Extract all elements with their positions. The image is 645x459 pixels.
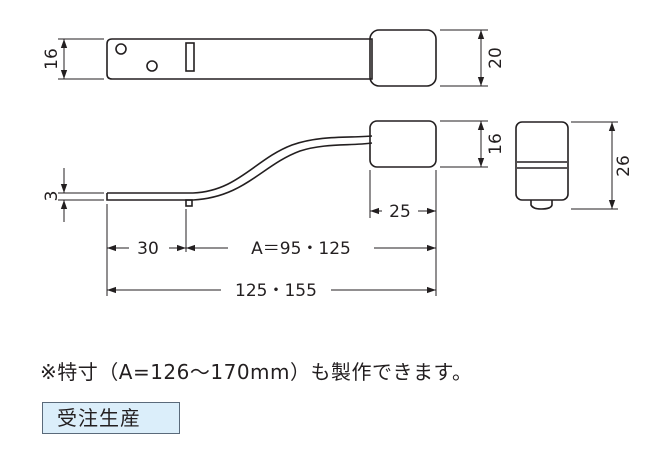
top-view-bar bbox=[106, 38, 373, 80]
side-view-arm bbox=[106, 142, 373, 201]
side-view bbox=[106, 120, 437, 207]
special-size-note: ※特寸（A=126〜170mm）も製作できます。 bbox=[40, 360, 473, 384]
label-thickness: 3 bbox=[42, 191, 62, 202]
label-end-height: 26 bbox=[614, 155, 634, 177]
top-view-hole-1 bbox=[115, 43, 127, 55]
label-top-knob-height: 20 bbox=[486, 47, 506, 69]
side-view-tab bbox=[185, 199, 193, 207]
label-top-height: 16 bbox=[42, 48, 62, 70]
label-knob-width: 25 bbox=[389, 202, 411, 222]
end-view bbox=[515, 121, 569, 210]
label-side-knob-height: 16 bbox=[486, 133, 506, 155]
top-view-knob bbox=[369, 29, 437, 87]
label-offset: 30 bbox=[137, 239, 159, 259]
end-view-bracket bbox=[530, 200, 553, 210]
top-view-hole-2 bbox=[146, 60, 158, 72]
made-to-order-badge: 受注生産 bbox=[42, 402, 180, 434]
side-view-knob bbox=[369, 120, 437, 168]
top-view bbox=[106, 29, 437, 87]
label-a-length: A＝95・125 bbox=[251, 239, 351, 259]
label-total-length: 125・155 bbox=[235, 281, 317, 301]
end-view-knob bbox=[515, 121, 569, 201]
top-view-slot bbox=[185, 42, 195, 72]
